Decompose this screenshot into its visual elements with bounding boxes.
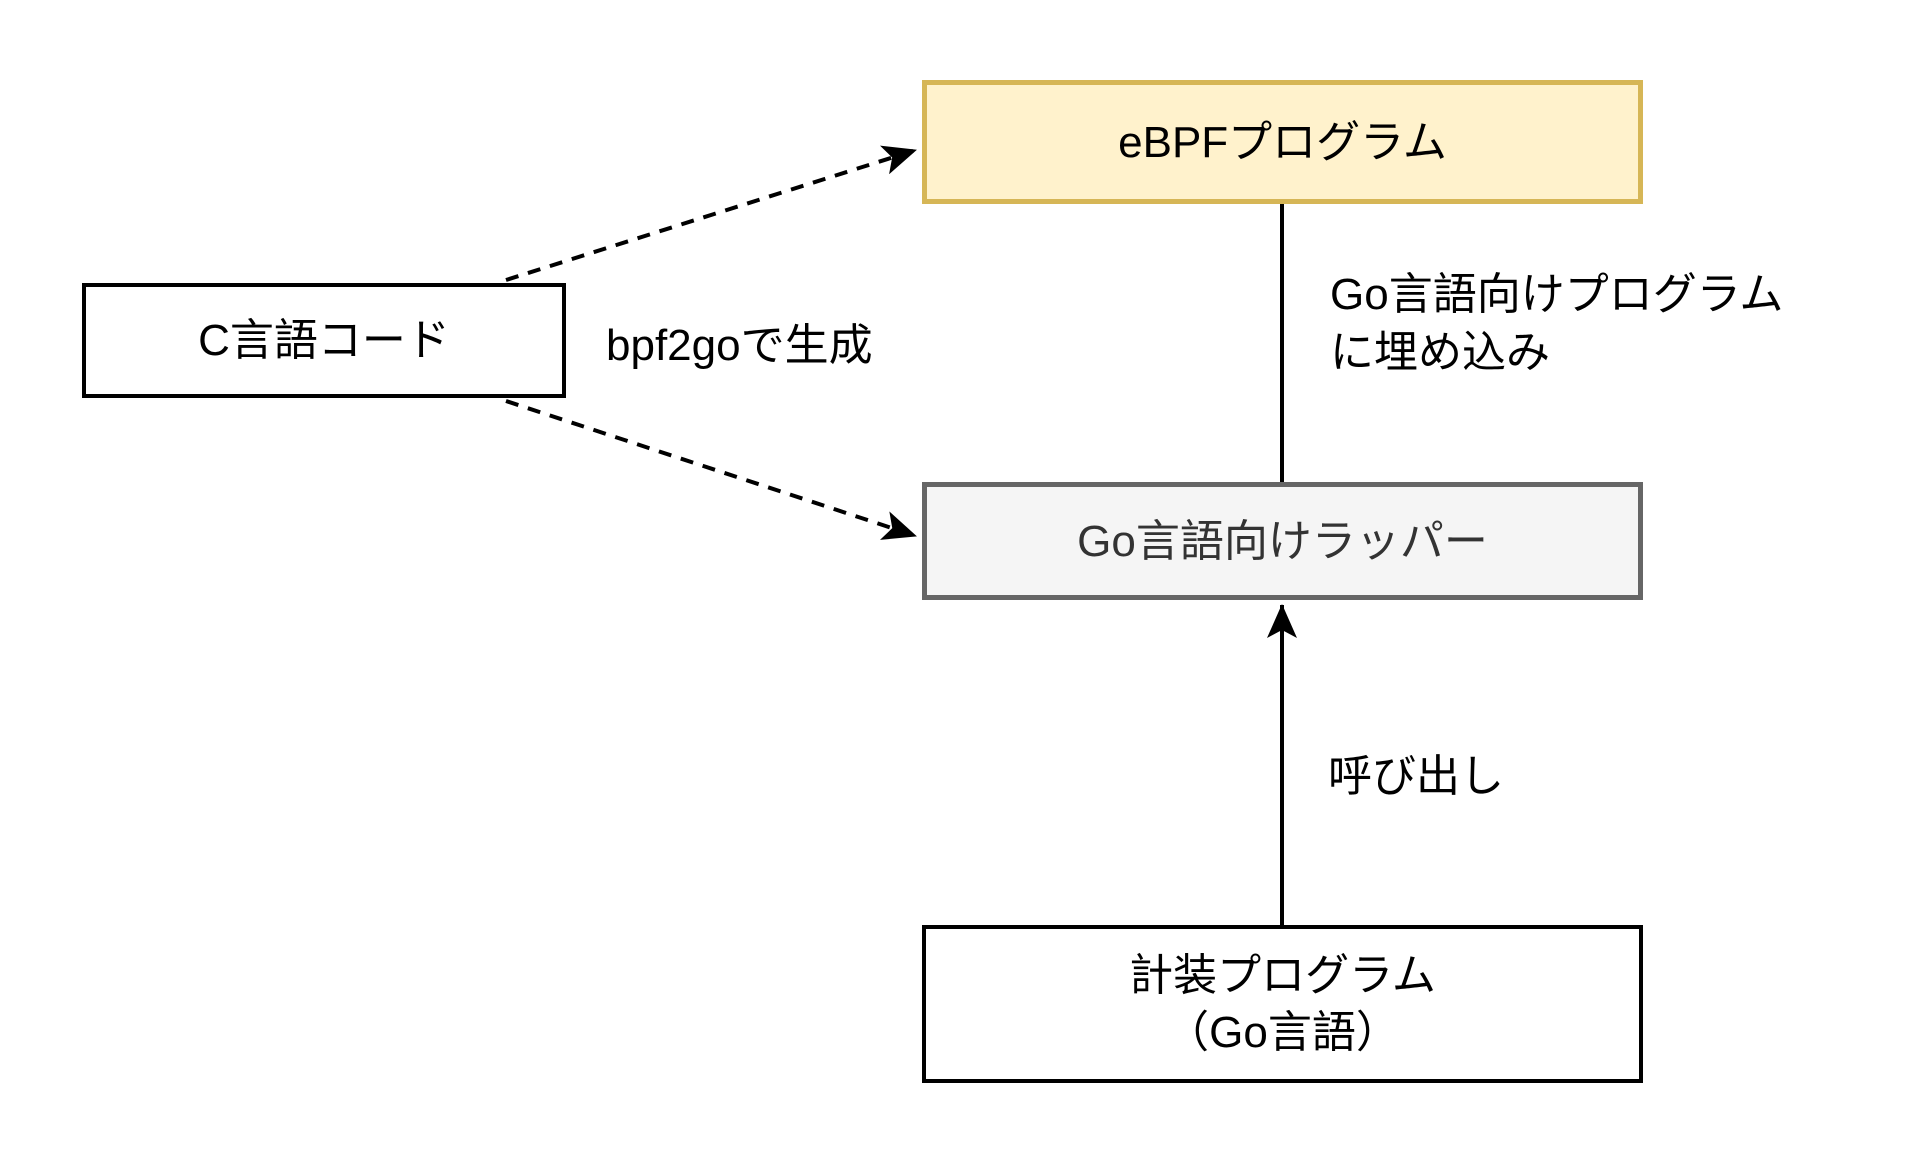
edge-c-to-wrapper-dashed-arrow bbox=[505, 399, 917, 540]
node-ebpf-program-label: eBPFプログラム bbox=[1118, 117, 1447, 167]
edge-c-to-ebpf-dashed-arrow bbox=[505, 145, 917, 282]
node-c-code: C言語コード bbox=[82, 283, 566, 398]
node-c-code-label: C言語コード bbox=[198, 316, 450, 365]
node-instrumentation-program-label-line1: 計装プログラム bbox=[1129, 951, 1436, 1000]
edge-label-embed: Go言語向けプログラム に埋め込み bbox=[1330, 266, 1783, 382]
node-go-wrapper-label: Go言語向けラッパー bbox=[1077, 516, 1488, 566]
edge-label-bpf2go: bpf2goで生成 bbox=[606, 321, 873, 370]
node-instrumentation-program-label-line2: （Go言語） bbox=[1165, 1008, 1400, 1057]
edge-label-call: 呼び出し bbox=[1328, 752, 1504, 801]
node-ebpf-program: eBPFプログラム bbox=[922, 80, 1643, 204]
node-instrumentation-program: 計装プログラム （Go言語） bbox=[922, 925, 1643, 1083]
edge-label-embed-line2: に埋め込み bbox=[1330, 328, 1550, 377]
edge-label-embed-line1: Go言語向けプログラム bbox=[1330, 270, 1784, 319]
node-go-wrapper: Go言語向けラッパー bbox=[922, 482, 1643, 600]
